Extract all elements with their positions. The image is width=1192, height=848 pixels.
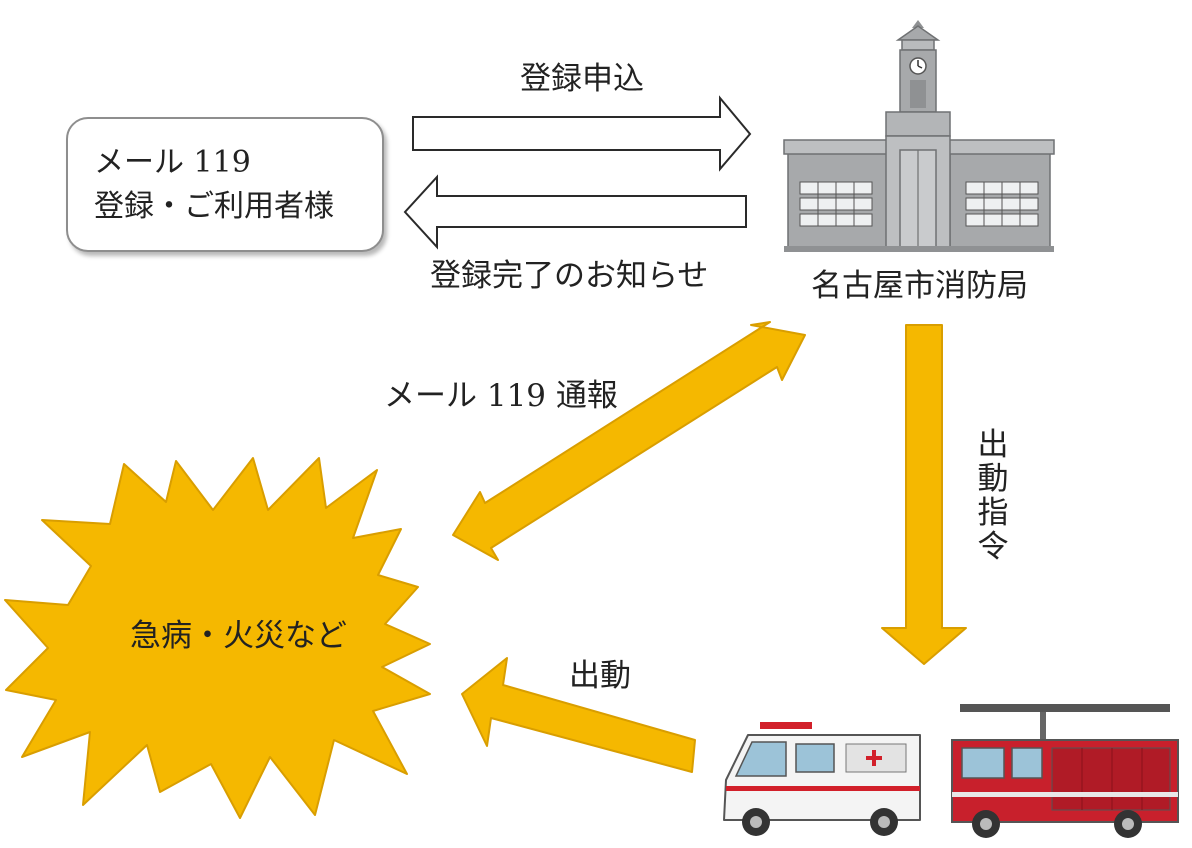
dispatch-order-char: 指 <box>977 495 1009 531</box>
dispatch-label: 出動 <box>569 658 631 694</box>
fire-station-building-icon <box>783 20 1055 252</box>
register-complete-label: 登録完了のお知らせ <box>430 258 709 294</box>
register-request-arrow <box>412 95 752 172</box>
mail-report-double-arrow <box>452 321 806 561</box>
emergency-label: 急病・火災など <box>130 618 347 654</box>
emergency-burst-icon <box>4 457 431 819</box>
dispatch-arrow <box>461 657 696 773</box>
register-complete-arrow <box>403 174 747 250</box>
fire-department-label: 名古屋市消防局 <box>811 268 1028 304</box>
fire-truck-icon <box>951 704 1179 838</box>
dispatch-order-arrow <box>881 324 967 665</box>
user-box-line2: 登録・ご利用者様 <box>94 189 334 224</box>
register-request-label: 登録申込 <box>520 61 644 97</box>
user-box: メール 119 登録・ご利用者様 <box>66 117 384 252</box>
dispatch-order-char: 動 <box>977 461 1009 497</box>
mail-report-label: メール 119 通報 <box>384 378 618 414</box>
ambulance-icon <box>723 722 921 836</box>
dispatch-order-char: 令 <box>977 529 1009 565</box>
dispatch-order-char: 出 <box>977 427 1009 463</box>
user-box-line1: メール 119 <box>94 145 251 180</box>
dispatch-order-label: 出 動 指 令 <box>975 428 1011 564</box>
